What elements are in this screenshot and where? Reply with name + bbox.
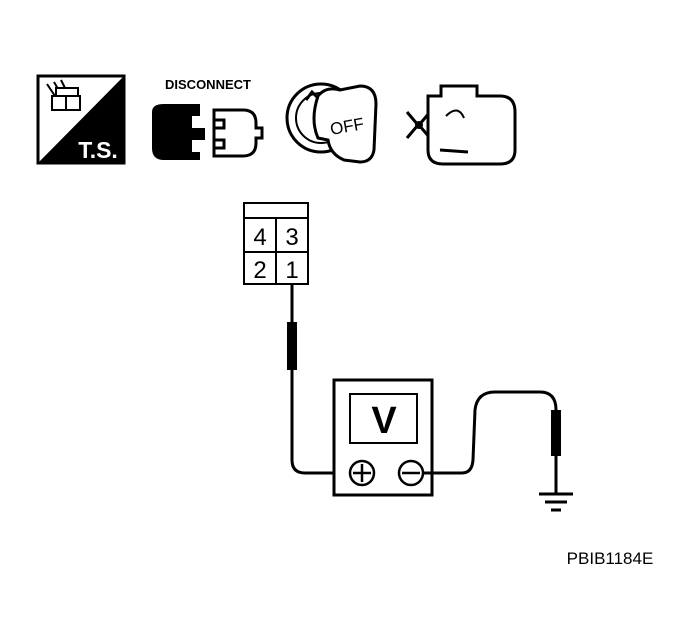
engine-stopped-icon bbox=[405, 84, 517, 166]
negative-test-lead bbox=[423, 390, 561, 494]
pin-3-label: 3 bbox=[285, 224, 298, 251]
disconnect-label: DISCONNECT bbox=[165, 77, 251, 92]
pin-4-label: 4 bbox=[253, 224, 266, 251]
voltmeter: V bbox=[332, 378, 434, 497]
harness-connector: 4 3 2 1 bbox=[243, 202, 309, 285]
negative-terminal bbox=[397, 459, 425, 487]
figure-code: PBIB1184E bbox=[567, 549, 654, 568]
pin-1-label: 1 bbox=[285, 257, 298, 284]
wiring-harness-icon: T.S. bbox=[36, 74, 126, 165]
positive-test-lead bbox=[287, 283, 352, 475]
ts-badge-text: T.S. bbox=[78, 137, 118, 163]
meter-display: V bbox=[371, 400, 397, 442]
disconnect-connector-icon: DISCONNECT bbox=[152, 77, 264, 160]
positive-terminal bbox=[348, 459, 376, 487]
ignition-key-off-icon: OFF bbox=[285, 82, 378, 164]
ground-symbol bbox=[539, 492, 573, 512]
pin-2-label: 2 bbox=[253, 257, 266, 284]
